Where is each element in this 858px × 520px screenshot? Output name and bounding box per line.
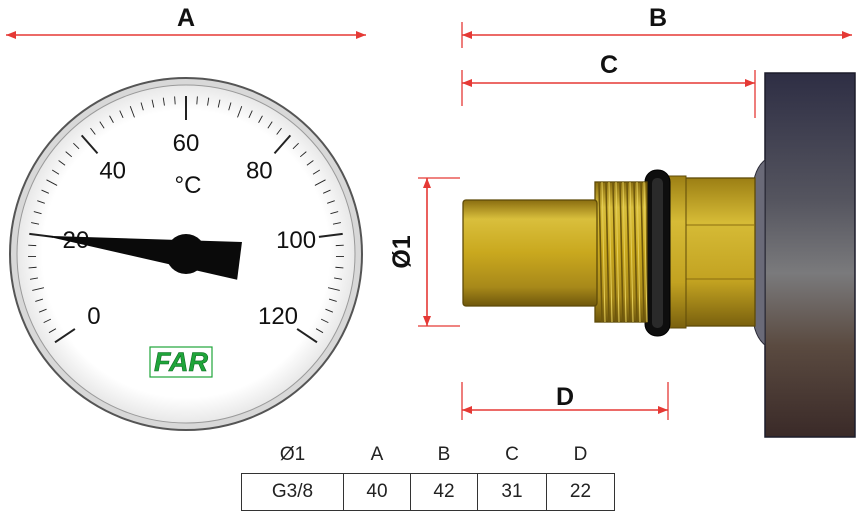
dimension-diameter-label: Ø1 bbox=[388, 235, 416, 268]
header-d: D bbox=[547, 437, 615, 474]
value-b: 42 bbox=[411, 474, 478, 511]
brand-logo-text: FAR bbox=[154, 347, 209, 377]
header-diameter: Ø1 bbox=[242, 437, 344, 474]
dimension-d-label: D bbox=[556, 383, 574, 411]
value-d: 22 bbox=[547, 474, 615, 511]
dial-scale-label: 40 bbox=[99, 158, 126, 185]
dimensions-table: Ø1 A B C D G3/8 40 42 31 22 bbox=[241, 437, 615, 511]
housing-side-view bbox=[752, 73, 855, 437]
probe-stem bbox=[463, 200, 597, 306]
dial-scale-label: 100 bbox=[276, 227, 316, 254]
value-diameter: G3/8 bbox=[242, 474, 344, 511]
dimensions-table-header: Ø1 A B C D bbox=[242, 437, 615, 474]
minor-tick bbox=[175, 96, 176, 104]
pointer-hub bbox=[166, 234, 206, 274]
value-c: 31 bbox=[478, 474, 547, 511]
dimension-a-label: A bbox=[177, 4, 195, 32]
threaded-connection bbox=[595, 182, 647, 322]
value-a: 40 bbox=[344, 474, 411, 511]
brand-logo: FAR bbox=[150, 347, 212, 377]
dial-scale-label: 120 bbox=[258, 303, 298, 330]
dial-scale-label: 60 bbox=[173, 130, 200, 157]
dimension-b-label: B bbox=[649, 4, 667, 32]
dial-scale-label: 80 bbox=[246, 158, 273, 185]
header-b: B bbox=[411, 437, 478, 474]
minor-tick bbox=[197, 96, 198, 104]
dial-unit-label: °C bbox=[175, 172, 202, 199]
header-a: A bbox=[344, 437, 411, 474]
thermometer-dial: 020406080100120 °C FAR bbox=[10, 78, 362, 430]
dimension-c-label: C bbox=[600, 51, 618, 79]
header-c: C bbox=[478, 437, 547, 474]
dial-scale-label: 0 bbox=[87, 303, 100, 330]
dimensions-table-row: G3/8 40 42 31 22 bbox=[242, 474, 615, 511]
brass-hex-nut bbox=[669, 176, 755, 328]
